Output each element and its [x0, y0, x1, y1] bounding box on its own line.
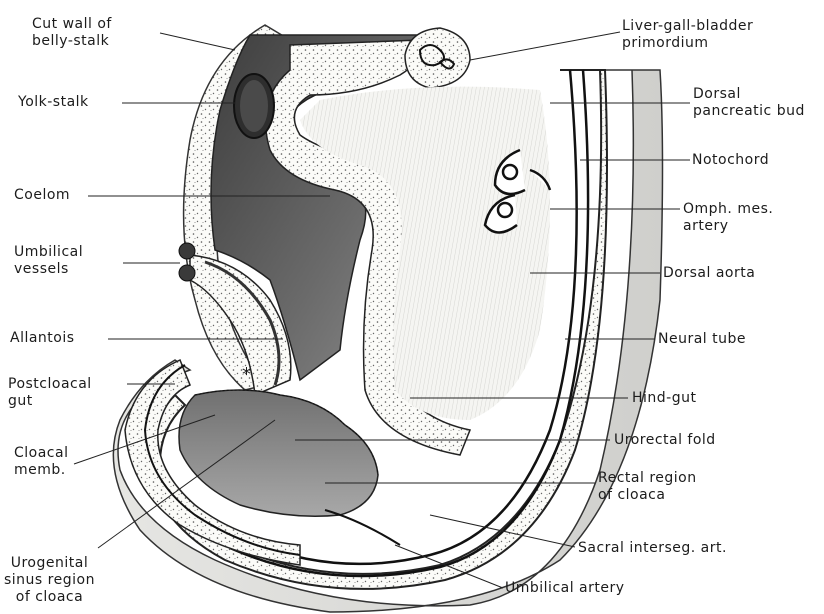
label-allantois: Allantois: [10, 330, 75, 347]
label-yolk-stalk: Yolk-stalk: [18, 94, 89, 111]
umbilical-vessel-2: [179, 265, 195, 281]
label-liver-gall-bladder: Liver-gall-bladder primordium: [622, 18, 753, 52]
label-urorectal-fold: Urorectal fold: [614, 432, 716, 449]
label-umbilical-vessels: Umbilical vessels: [14, 244, 83, 278]
liver-shape: [405, 28, 470, 88]
label-umbilical-artery: Umbilical artery: [505, 580, 625, 597]
label-postcloacal-gut: Postcloacal gut: [8, 376, 92, 410]
umbilical-vessel-1: [179, 243, 195, 259]
label-neural-tube: Neural tube: [658, 331, 746, 348]
label-coelom: Coelom: [14, 187, 70, 204]
label-sacral-interseg: Sacral interseg. art.: [578, 540, 727, 557]
label-cloacal-memb: Cloacal memb.: [14, 445, 68, 479]
label-notochord: Notochord: [692, 152, 769, 169]
cloaca-shape: [179, 390, 378, 516]
asterisk-marker: *: [242, 366, 252, 383]
label-cut-wall: Cut wall of belly-stalk: [32, 16, 112, 50]
label-omph-mes-artery: Omph. mes. artery: [683, 201, 773, 235]
label-dorsal-aorta: Dorsal aorta: [663, 265, 755, 282]
label-rectal-region: Rectal region of cloaca: [598, 470, 697, 504]
label-dorsal-pancreatic-bud: Dorsal pancreatic bud: [693, 86, 805, 120]
label-urogenital-sinus: Urogenital sinus region of cloaca: [4, 555, 95, 606]
label-hind-gut: Hind-gut: [632, 390, 696, 407]
